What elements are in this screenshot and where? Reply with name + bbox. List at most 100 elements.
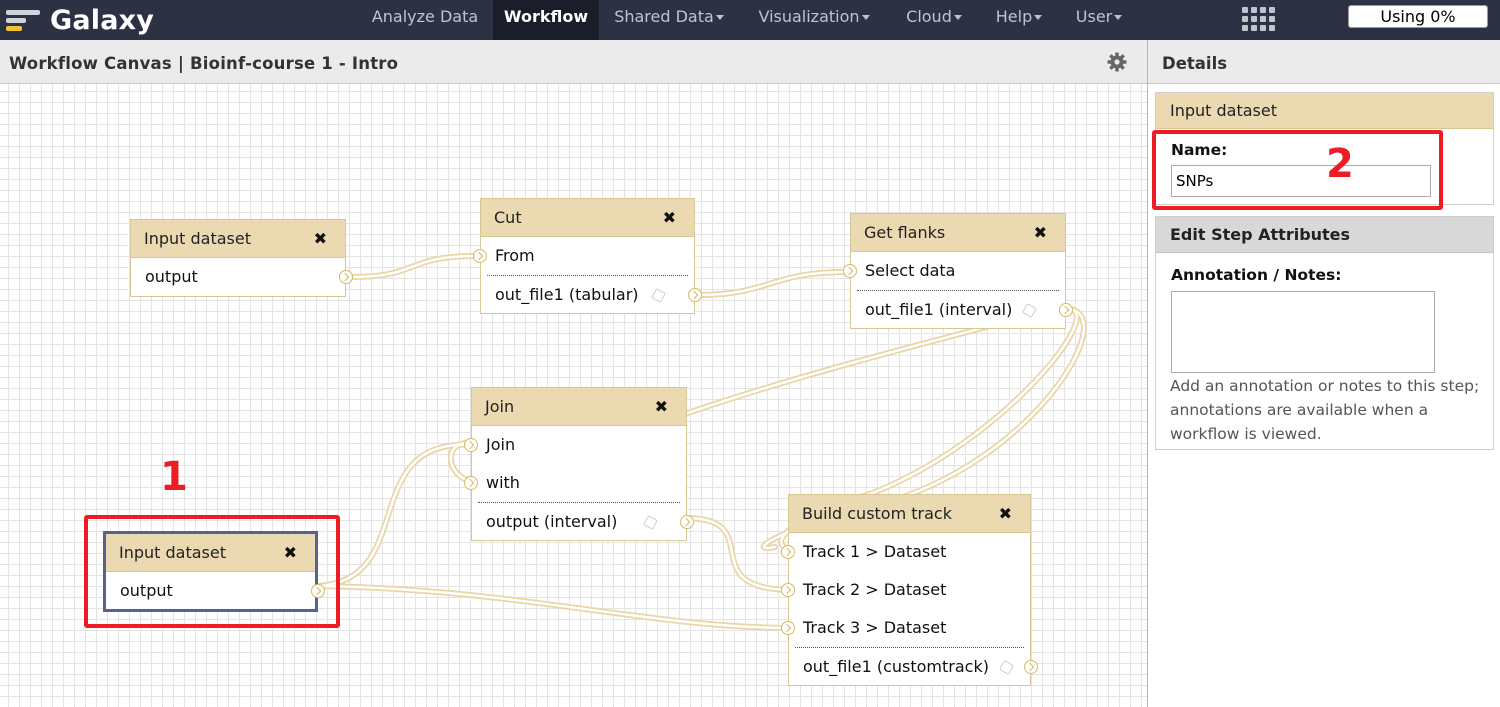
quota-meter[interactable]: Using 0%: [1348, 5, 1488, 28]
output-label: out_file1 (customtrack): [803, 657, 989, 676]
caret-down-icon: [715, 15, 724, 20]
node-header[interactable]: Join ✖: [472, 388, 686, 426]
input-terminal-icon[interactable]: [473, 249, 487, 263]
node-header[interactable]: Build custom track ✖: [789, 495, 1030, 533]
node-input-row: Select data: [843, 252, 1065, 290]
output-terminal-icon[interactable]: [1024, 660, 1038, 674]
close-icon[interactable]: ✖: [998, 504, 1012, 523]
node-header[interactable]: Input dataset ✖: [106, 534, 315, 572]
input-label: Select data: [865, 261, 956, 280]
node-build-custom-track[interactable]: Build custom track ✖ Track 1 > Dataset T…: [781, 494, 1038, 686]
input-label: Track 1 > Dataset: [803, 542, 947, 561]
annotation-number-1: 1: [160, 454, 188, 500]
input-label: Track 2 > Dataset: [803, 580, 947, 599]
output-options-icon[interactable]: [650, 287, 667, 304]
node-output-row: out_file1 (interval): [857, 290, 1073, 328]
name-label: Name:: [1171, 141, 1228, 159]
node-header[interactable]: Get flanks ✖: [851, 214, 1065, 252]
node-output-row: output (interval): [478, 502, 694, 540]
masthead: Galaxy Analyze Data Workflow Shared Data…: [0, 0, 1500, 40]
input-label: with: [486, 473, 520, 492]
caret-down-icon: [953, 15, 962, 20]
nav-label: Visualization: [758, 7, 860, 26]
node-output-row: out_file1 (customtrack): [795, 647, 1038, 685]
form-title: Input dataset: [1156, 93, 1493, 129]
input-terminal-icon[interactable]: [781, 583, 795, 597]
close-icon[interactable]: ✖: [662, 208, 676, 227]
close-icon[interactable]: ✖: [654, 397, 668, 416]
output-options-icon[interactable]: [998, 659, 1015, 676]
brand[interactable]: Galaxy: [6, 0, 154, 40]
node-title: Input dataset: [119, 543, 227, 562]
output-terminal-icon[interactable]: [1059, 303, 1073, 317]
node-output-row: output: [131, 258, 353, 296]
edit-step-attributes-form: Edit Step Attributes Annotation / Notes:…: [1155, 216, 1494, 450]
close-icon[interactable]: ✖: [283, 543, 297, 562]
node-title: Input dataset: [144, 229, 252, 248]
node-header[interactable]: Input dataset ✖: [131, 220, 345, 258]
node-join[interactable]: Join ✖ Join with output (interval): [464, 387, 694, 541]
node-input-row: Join: [464, 426, 686, 464]
caret-down-icon: [1034, 15, 1043, 20]
center-panel-header: Workflow Canvas | Bioinf-course 1 - Intr…: [0, 40, 1147, 84]
output-label: out_file1 (tabular): [495, 285, 639, 304]
form-title: Edit Step Attributes: [1156, 217, 1493, 253]
input-label: Track 3 > Dataset: [803, 618, 947, 637]
close-icon[interactable]: ✖: [1033, 223, 1047, 242]
nav-analyze-data[interactable]: Analyze Data: [358, 0, 492, 40]
node-get-flanks[interactable]: Get flanks ✖ Select data out_file1 (inte…: [843, 213, 1073, 329]
output-options-icon[interactable]: [642, 514, 659, 531]
nav-visualization[interactable]: Visualization: [746, 0, 882, 40]
input-terminal-icon[interactable]: [781, 621, 795, 635]
apps-grid-icon[interactable]: [1240, 6, 1275, 32]
node-output-row: output: [106, 572, 325, 610]
node-input-row: Track 3 > Dataset: [781, 609, 1030, 647]
node-input-row: with: [464, 464, 686, 502]
output-label: out_file1 (interval): [865, 300, 1013, 319]
caret-down-icon: [861, 15, 870, 20]
galaxy-logo-icon: [6, 5, 40, 35]
node-cut[interactable]: Cut ✖ From out_file1 (tabular): [473, 198, 702, 314]
annotation-textarea[interactable]: [1171, 291, 1435, 373]
node-title: Cut: [494, 208, 522, 227]
gear-icon[interactable]: [1107, 52, 1127, 72]
brand-name: Galaxy: [50, 4, 155, 36]
output-label: output (interval): [486, 512, 618, 531]
name-input[interactable]: [1171, 165, 1431, 197]
page-title: Workflow Canvas | Bioinf-course 1 - Intr…: [9, 54, 399, 73]
input-terminal-icon[interactable]: [464, 476, 478, 490]
close-icon[interactable]: ✖: [313, 229, 327, 248]
nav-help[interactable]: Help: [984, 0, 1054, 40]
node-input-dataset-2[interactable]: Input dataset ✖ output: [103, 531, 325, 612]
details-panel-header: Details: [1148, 40, 1500, 84]
output-terminal-icon[interactable]: [680, 515, 694, 529]
annotation-label: Annotation / Notes:: [1171, 266, 1342, 284]
node-header[interactable]: Cut ✖: [481, 199, 694, 237]
output-terminal-icon[interactable]: [311, 584, 325, 598]
input-terminal-icon[interactable]: [464, 438, 478, 452]
output-label: output: [145, 267, 198, 286]
node-title: Get flanks: [864, 223, 946, 242]
input-dataset-form: Input dataset Name:: [1155, 92, 1494, 205]
nav-user[interactable]: User: [1064, 0, 1134, 40]
output-options-icon[interactable]: [1021, 302, 1038, 319]
nav-workflow[interactable]: Workflow: [493, 0, 599, 40]
nav-label: Help: [995, 7, 1033, 26]
nav-label: Workflow: [503, 7, 589, 26]
node-input-row: From: [473, 237, 694, 275]
nav-cloud[interactable]: Cloud: [894, 0, 974, 40]
output-terminal-icon[interactable]: [339, 270, 353, 284]
nav-label: Analyze Data: [371, 7, 479, 26]
node-input-dataset-1[interactable]: Input dataset ✖ output: [130, 219, 353, 297]
nav-label: Shared Data: [614, 7, 714, 26]
node-output-row: out_file1 (tabular): [487, 275, 702, 313]
node-title: Build custom track: [802, 504, 952, 523]
panel-divider: [1147, 40, 1148, 707]
input-terminal-icon[interactable]: [781, 545, 795, 559]
node-input-row: Track 1 > Dataset: [781, 533, 1030, 571]
nav-label: Cloud: [906, 7, 952, 26]
output-terminal-icon[interactable]: [688, 288, 702, 302]
nav-shared-data[interactable]: Shared Data: [603, 0, 735, 40]
input-terminal-icon[interactable]: [843, 264, 857, 278]
